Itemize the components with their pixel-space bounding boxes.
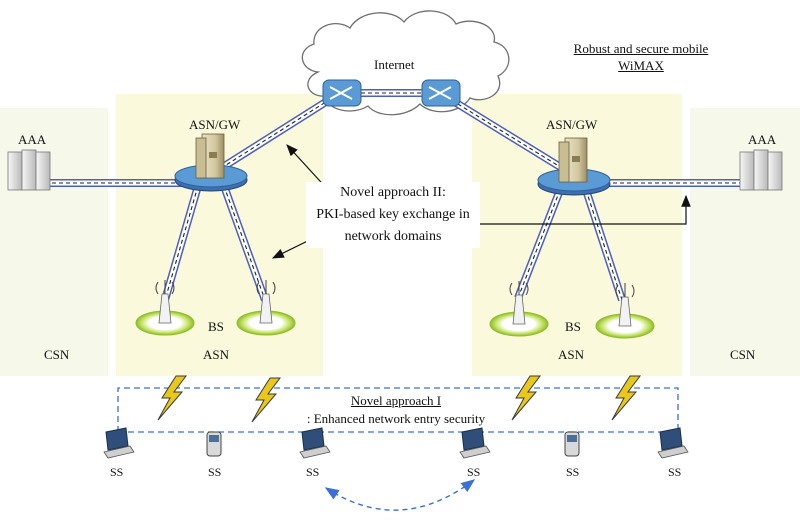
approach2-callout: Novel approach II: PKI-based key exchang… <box>306 182 480 248</box>
aaa-label-right: AAA <box>748 132 777 147</box>
phone-icon-1 <box>206 431 222 457</box>
approach2-line-2: PKI-based key exchange in <box>316 207 470 222</box>
asn-label-right: ASN <box>558 347 585 362</box>
internet-label: Internet <box>374 57 415 72</box>
ss-label-3: SS <box>306 465 320 479</box>
base-station-icon-4 <box>595 283 655 339</box>
base-station-icon-2 <box>236 280 296 336</box>
bs-label-left: BS <box>208 319 224 334</box>
asn-gw-icon-right <box>537 137 611 196</box>
laptop-icon-3 <box>459 427 491 459</box>
ss-label-5: SS <box>566 465 580 479</box>
approach1-title: Novel approach I <box>350 393 442 408</box>
lightning-icons <box>157 375 641 423</box>
handover-arrow <box>324 479 476 511</box>
diagram-title: Robust and secure mobile WiMAX <box>546 40 736 74</box>
title-line-1: Robust and secure mobile <box>573 41 709 56</box>
backbone-links <box>45 89 746 302</box>
laptop-icon-2 <box>299 427 331 459</box>
ss-label-2: SS <box>208 465 222 479</box>
aaa-server-icon-right <box>739 149 783 191</box>
ss-label-6: SS <box>668 465 682 479</box>
ss-label-4: SS <box>467 465 481 479</box>
bs-label-right: BS <box>565 319 581 334</box>
router-icon-left <box>322 79 362 107</box>
aaa-label-left: AAA <box>18 132 47 147</box>
approach1-subtitle: : Enhanced network entry security <box>306 411 486 426</box>
csn-label-right: CSN <box>730 347 756 362</box>
base-station-icon-3 <box>489 281 549 337</box>
router-icon-right <box>421 79 461 107</box>
ss-label-1: SS <box>110 465 124 479</box>
asn-gw-label-left: ASN/GW <box>189 117 241 132</box>
approach1-label: Novel approach I : Enhanced network entr… <box>276 392 516 428</box>
approach2-line-1: Novel approach II: <box>340 185 446 200</box>
asn-gw-icon-left <box>174 133 248 192</box>
asn-gw-label-right: ASN/GW <box>546 117 598 132</box>
base-station-icon-1 <box>135 280 195 336</box>
csn-label-left: CSN <box>44 347 70 362</box>
approach2-line-3: network domains <box>344 229 442 244</box>
title-line-2: WiMAX <box>618 58 664 73</box>
aaa-server-icon-left <box>7 149 51 191</box>
laptop-icon-4 <box>657 427 689 459</box>
laptop-icon-1 <box>103 427 135 459</box>
phone-icon-2 <box>564 431 580 457</box>
asn-label-left: ASN <box>203 347 230 362</box>
